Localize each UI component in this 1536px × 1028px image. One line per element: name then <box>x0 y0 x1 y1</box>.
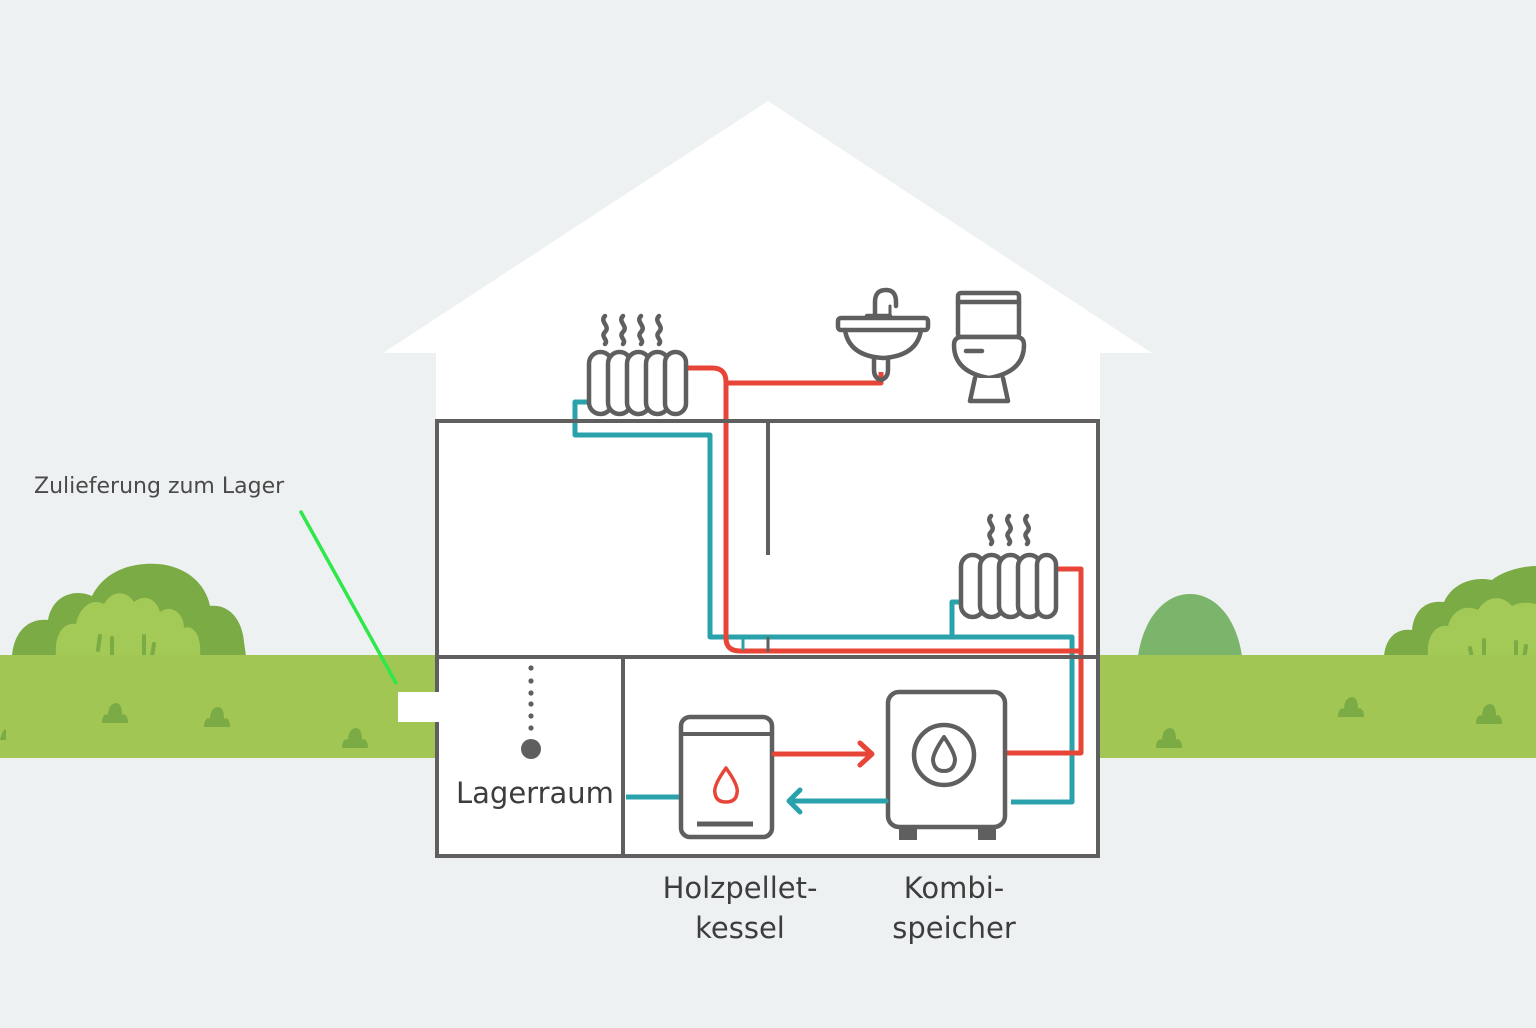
grass-tufts <box>0 697 1502 748</box>
boiler-label: Holzpellet- kessel <box>640 868 840 948</box>
supply-label: Zulieferung zum Lager <box>34 474 285 499</box>
hill-right <box>1138 594 1242 656</box>
sink-icon <box>835 287 931 383</box>
radiator-icon <box>958 552 1059 620</box>
walls <box>435 419 1100 858</box>
house-roof <box>383 101 1152 420</box>
storage-room-label: Lagerraum <box>456 776 614 810</box>
radiator-upper <box>586 313 689 417</box>
combi-storage <box>885 689 1008 840</box>
pipe-hot-sink <box>726 372 884 386</box>
boiler-label-line1: Holzpellet- <box>662 871 818 905</box>
water-drop-icon <box>931 735 957 773</box>
flow-arrows <box>771 740 889 815</box>
pipe-hot-middle-radiator <box>1054 566 1084 651</box>
radiator-icon <box>586 349 689 417</box>
toilet-icon <box>951 290 1027 404</box>
pipe-cold-middle-radiator <box>949 599 962 637</box>
bush-left <box>12 563 246 658</box>
tank-label-line2: speicher <box>892 911 1016 945</box>
radiator-middle <box>958 513 1059 620</box>
flame-drop-icon <box>712 766 740 804</box>
pipes <box>572 365 1084 805</box>
pipe-cold-upper-radiator <box>572 399 1075 805</box>
pellet-boiler <box>678 714 775 840</box>
pipe-hot-upper-radiator <box>686 365 1084 756</box>
bush-right <box>1384 566 1536 660</box>
cold-flow-arrow <box>786 787 889 815</box>
heat-waves-icon <box>987 513 1031 547</box>
heat-waves-icon <box>601 313 663 347</box>
hot-flow-arrow <box>771 740 875 768</box>
pellet-dots-icon <box>521 665 541 759</box>
tank-label-line1: Kombi- <box>903 871 1005 905</box>
supply-leader-line <box>299 510 398 685</box>
tank-label: Kombi- speicher <box>854 868 1054 948</box>
boiler-label-line2: kessel <box>695 911 785 945</box>
